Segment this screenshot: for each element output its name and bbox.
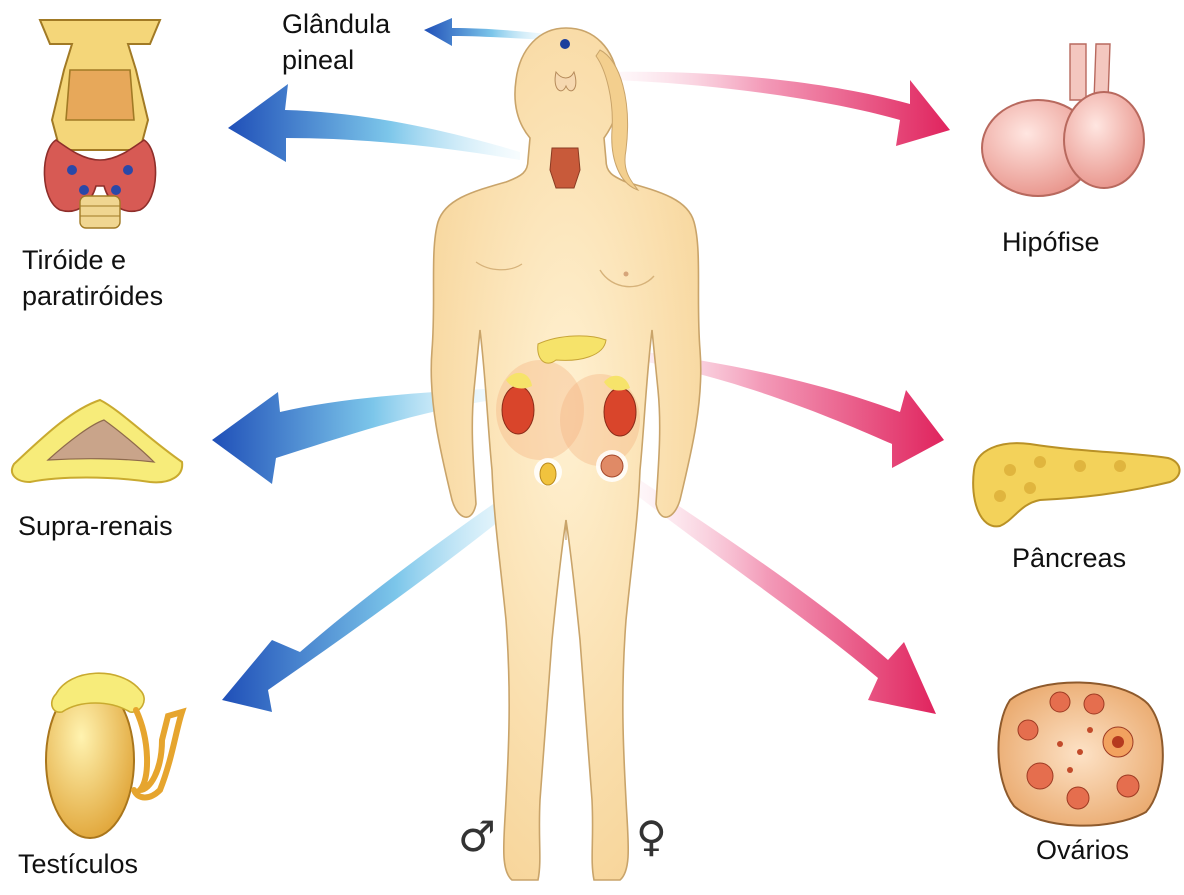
pituitary-illustration: [981, 43, 1145, 197]
label-thyroid: Tiróide e paratiróides: [22, 242, 163, 314]
arrow-ovaries: [630, 480, 936, 714]
label-pancreas: Pâncreas: [1012, 543, 1127, 573]
arrow-thyroid: [228, 84, 520, 162]
label-thyroid-line2: paratiróides: [22, 281, 164, 311]
label-thyroid-line1: Tiróide e: [22, 245, 127, 275]
label-pineal-line1: Glândula: [282, 9, 391, 39]
pancreas-illustration: [972, 442, 1181, 528]
male-symbol-icon: ♂: [458, 812, 496, 861]
female-symbol-icon: ♀: [636, 812, 667, 861]
ovary-illustration: [997, 681, 1164, 827]
arrow-adrenal: [212, 388, 505, 484]
adrenal-illustration: [11, 398, 184, 484]
label-adrenal: Supra-renais: [18, 511, 173, 541]
label-pineal-line2: pineal: [282, 45, 355, 75]
thyroid-illustration: [38, 19, 162, 229]
label-pituitary: Hipófise: [1002, 227, 1100, 257]
arrow-pituitary: [612, 71, 950, 146]
body-glands: [501, 39, 637, 486]
arrow-testes: [222, 480, 538, 712]
arrow-pineal: [424, 18, 548, 46]
label-testes: Testículos: [18, 849, 139, 879]
testis-illustration: [45, 672, 187, 839]
label-pineal: Glândula pineal: [282, 6, 390, 78]
label-ovaries: Ovários: [1036, 835, 1130, 865]
